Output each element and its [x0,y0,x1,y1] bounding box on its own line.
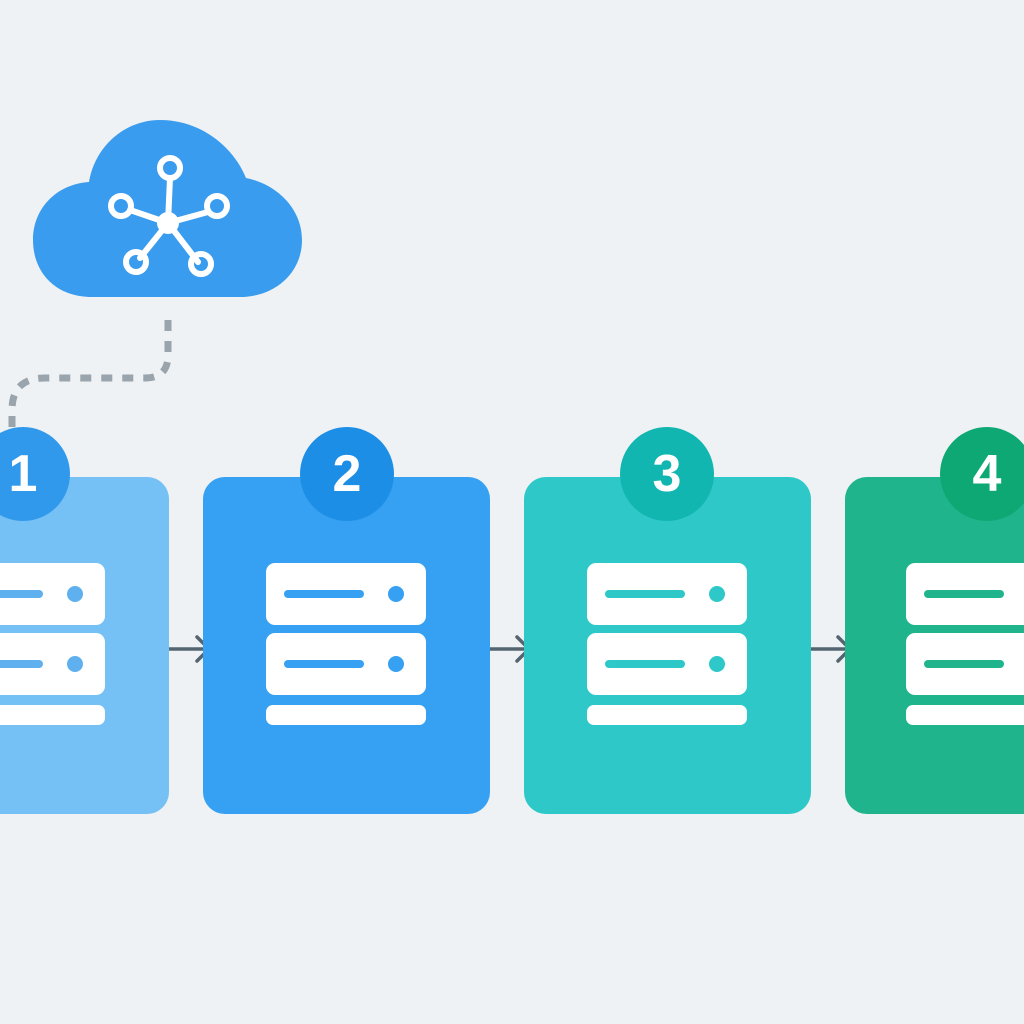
server-unit [906,563,1024,625]
server-icon [587,563,747,725]
network-hub-icon [108,155,230,277]
server-unit [587,563,747,625]
server-base [587,705,747,725]
step-badge-2: 2 [300,427,394,521]
server-icon [906,563,1024,725]
step-badge-3: 3 [620,427,714,521]
server-base [0,705,105,725]
step-badge-4: 4 [940,427,1024,521]
server-unit [266,563,426,625]
cloud-icon [33,120,302,297]
server-unit [906,633,1024,695]
server-icon [266,563,426,725]
server-icon [0,563,105,725]
server-unit [0,633,105,695]
server-base [906,705,1024,725]
server-base [266,705,426,725]
server-unit [0,563,105,625]
server-unit [266,633,426,695]
dashed-connector [8,320,172,432]
server-unit [587,633,747,695]
